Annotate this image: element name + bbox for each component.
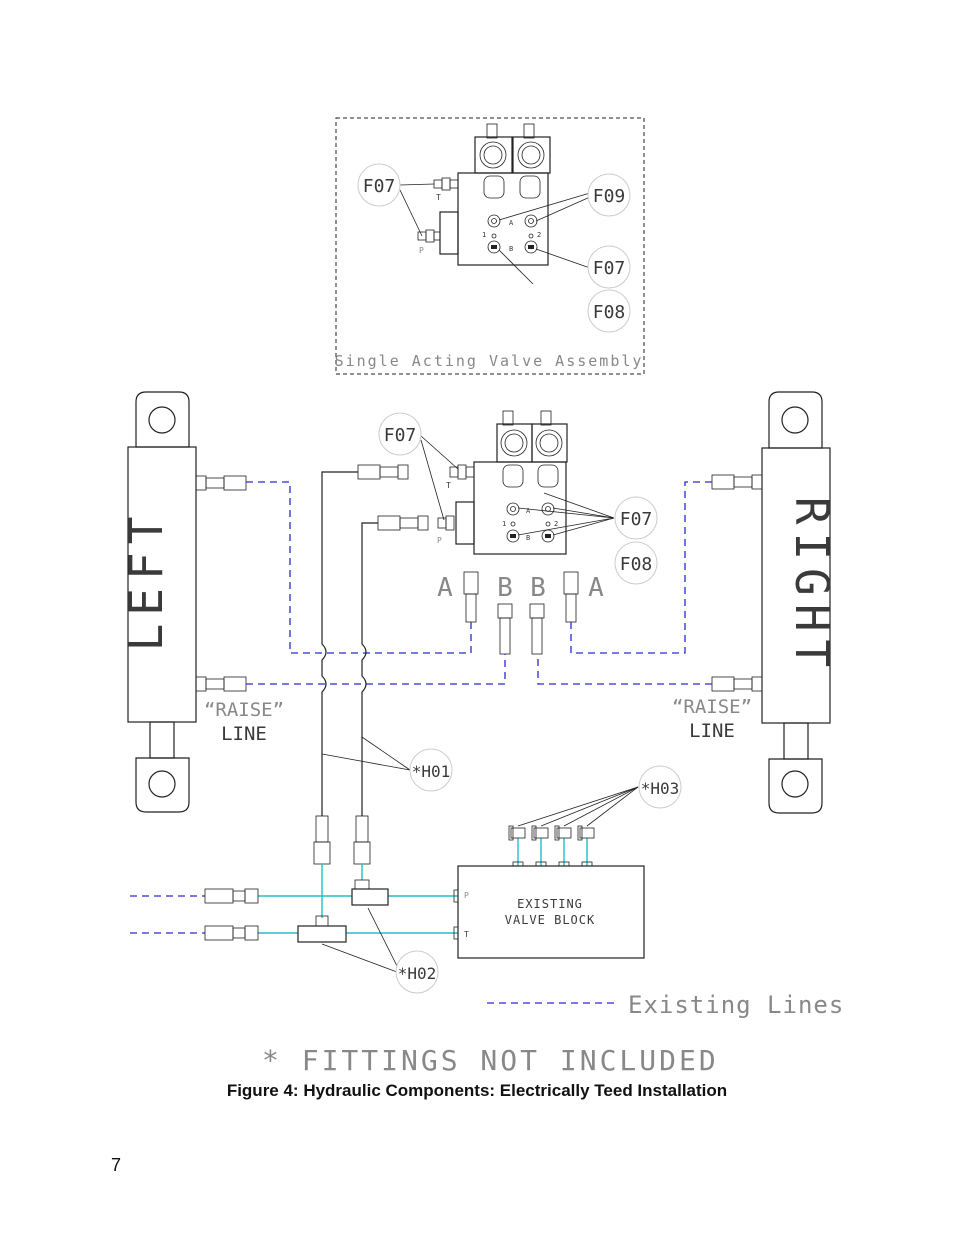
svg-text:F07: F07 [384,425,417,446]
valve-port-1-label: 1 [502,520,506,528]
inset-port-a-label: A [509,219,514,227]
svg-text:*H02: *H02 [398,964,437,983]
inset-port-p-label: P [419,246,424,255]
svg-text:*H03: *H03 [641,779,680,798]
work-port-a-right: A [588,573,604,603]
inset-callout-f07-left: F07 [357,163,401,207]
existing-lines [130,481,712,934]
page-number: 7 [111,1155,122,1175]
new-lines: *H02 [204,838,588,994]
existing-block-port-t: T [464,930,469,939]
inset-port-t-label: T [436,193,441,202]
existing-block-label-line1: EXISTING [517,897,583,911]
hoses-h01: *H01 [313,471,453,865]
hose-callout-h03: *H03 [638,765,682,809]
valve-callout-f07-left: F07 [378,412,422,456]
valve-port-b-label: B [526,534,530,542]
right-cylinder-label: RIGHT [785,497,839,675]
svg-text:F07: F07 [620,509,653,530]
left-raise-line-label-2: LINE [221,723,267,745]
valve-callout-f08: F08 [614,541,658,585]
right-cylinder: RIGHT [711,391,839,814]
svg-text:F08: F08 [593,302,626,323]
inset-valve-assembly: T P A B 1 2 F07 F09 F07 F08 Single Actin… [335,117,645,375]
existing-block-port-p: P [464,891,469,900]
left-cylinder-label: LEFT [119,509,173,652]
existing-valve-block: EXISTING VALVE BLOCK P T *H03 [453,765,682,959]
valve-port-t-label: T [446,481,451,490]
h03-fittings [508,825,595,841]
right-raise-line-label-1: “RAISE” [672,696,752,718]
valve-port-p-label: P [437,536,442,545]
work-port-a-left: A [437,573,453,603]
hose-callout-h02: *H02 [395,950,439,994]
main-valve-assembly: T P A B 1 2 A B B A F07 F07 [357,410,658,655]
inset-port-2-label: 2 [537,231,541,239]
inset-title: Single Acting Valve Assembly [335,352,644,370]
left-cylinder: LEFT [119,391,247,813]
existing-block-label-line2: VALVE BLOCK [505,913,595,927]
inset-port-b-label: B [509,245,513,253]
valve-callout-f07-right: F07 [614,496,658,540]
inset-callout-f08: F08 [587,289,631,333]
figure-caption: Figure 4: Hydraulic Components: Electric… [226,1081,728,1100]
svg-text:F08: F08 [620,554,653,575]
svg-text:F07: F07 [363,176,396,197]
hose-callout-h01: *H01 [409,748,453,792]
right-raise-line-label-2: LINE [689,720,735,742]
work-port-b-left: B [497,573,513,603]
inset-port-1-label: 1 [482,231,486,239]
legend-label: Existing Lines [628,991,844,1019]
work-port-b-right: B [530,573,546,603]
inset-callout-f07-right: F07 [587,245,631,289]
svg-text:*H01: *H01 [412,762,451,781]
inset-callout-f09: F09 [587,173,631,217]
svg-text:F07: F07 [593,258,626,279]
legend-existing-lines: Existing Lines [487,991,844,1019]
valve-port-2-label: 2 [554,520,558,528]
valve-port-a-label: A [526,507,531,515]
left-raise-line-label-1: “RAISE” [204,699,284,721]
svg-text:F09: F09 [593,186,626,207]
fittings-note: * FITTINGS NOT INCLUDED [262,1044,719,1077]
